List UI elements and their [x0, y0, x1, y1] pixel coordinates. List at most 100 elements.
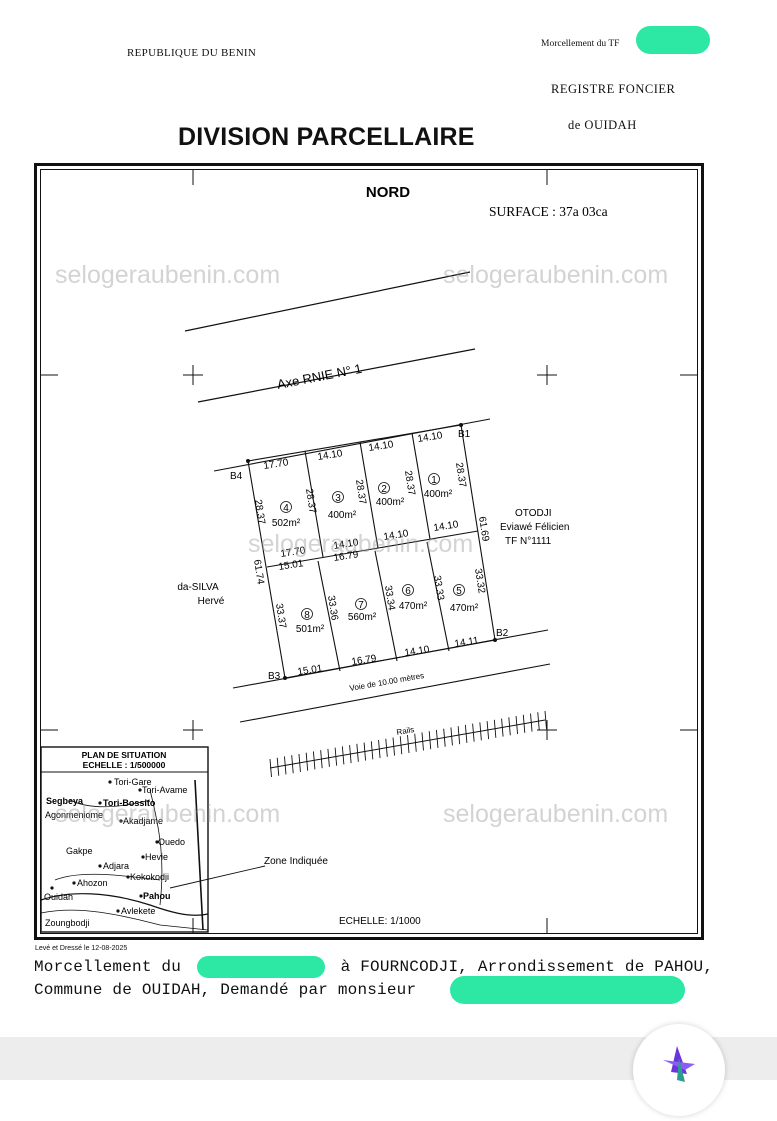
cadastral-plan: NORD SURFACE : 37a 03ca Axe RNIE N° 1 B1… [40, 169, 698, 934]
svg-text:PLAN DE SITUATION: PLAN DE SITUATION [82, 750, 167, 760]
road-lines [184, 271, 476, 403]
svg-text:8: 8 [304, 610, 310, 621]
watermark-mark: selogeraubenin.com [248, 530, 473, 558]
svg-text:470m²: 470m² [399, 601, 428, 612]
situation-map: PLAN DE SITUATION ECHELLE : 1/500000 Tor… [40, 746, 209, 933]
corner-b4: B4 [230, 471, 243, 482]
rail-tie [378, 740, 381, 759]
rail-tie [428, 731, 432, 750]
watermark-mark: selogeraubenin.com [55, 800, 280, 828]
footer-line-1: Morcellement du à FOURNCODJI, Arrondisse… [34, 956, 713, 978]
svg-text:OTODJI: OTODJI [515, 508, 551, 519]
svg-text:3: 3 [335, 493, 341, 504]
svg-text:Pahou: Pahou [143, 891, 171, 901]
svg-text:400m²: 400m² [376, 497, 405, 508]
svg-text:TF N°1111: TF N°1111 [505, 536, 552, 547]
rail-tie [486, 721, 490, 740]
svg-text:da-SILVA: da-SILVA [177, 582, 219, 593]
redaction-mark [450, 976, 685, 1004]
svg-text:28.37: 28.37 [353, 479, 368, 506]
rail-tie [457, 726, 461, 745]
svg-text:Ouedo: Ouedo [158, 837, 185, 847]
rail-tie [501, 718, 504, 737]
rail-label: Rails [396, 725, 415, 737]
svg-text:14.10: 14.10 [317, 448, 344, 463]
rail-tie [508, 717, 511, 736]
corner-b2: B2 [496, 628, 509, 639]
rail-tie [370, 741, 374, 760]
rail-tie [464, 724, 468, 743]
corner-b1: B1 [458, 429, 471, 440]
svg-text:5: 5 [456, 586, 462, 597]
svg-text:Gakpe: Gakpe [66, 846, 93, 856]
svg-text:14.11: 14.11 [454, 635, 480, 650]
plan-frame-inner [40, 169, 698, 934]
svg-text:1: 1 [431, 475, 437, 486]
svg-text:Ahozon: Ahozon [77, 878, 108, 888]
svg-text:Hervé: Hervé [198, 596, 225, 607]
app-fab-button[interactable] [633, 1024, 725, 1116]
svg-text:7: 7 [358, 600, 364, 611]
rail-tie [298, 753, 301, 772]
svg-text:33.33: 33.33 [431, 575, 446, 602]
rail-tie [363, 742, 367, 761]
scale-label: ECHELLE: 1/1000 [339, 916, 421, 927]
rail-tie [472, 723, 475, 742]
rail-tie [320, 750, 323, 769]
rail-tie [522, 714, 526, 733]
north-label: NORD [366, 184, 410, 201]
frame-ticks [40, 169, 698, 934]
rail-line [269, 719, 546, 769]
registry-label: REGISTRE FONCIER [551, 82, 676, 96]
svg-text:2: 2 [381, 484, 387, 495]
footer-line-2: Commune de OUIDAH, Demandé par monsieur [34, 981, 417, 999]
lot-labels: 4 502m² 3 400m² 2 400m² 1 400m² 8 501m² … [272, 473, 479, 635]
svg-text:33.37: 33.37 [273, 603, 288, 630]
rail-tie [305, 752, 309, 771]
rail-tie [450, 727, 453, 746]
svg-text:Zoungbodji: Zoungbodji [45, 918, 90, 928]
watermarks: selogeraubenin.com selogeraubenin.com se… [55, 261, 668, 828]
svg-text:33.36: 33.36 [325, 595, 340, 622]
morcellement-label: Morcellement du TF [541, 39, 620, 49]
svg-text:17.70: 17.70 [263, 457, 290, 472]
rail-tie [385, 738, 388, 757]
svg-text:Tori-Bossito: Tori-Bossito [103, 798, 156, 808]
rail-tie [276, 757, 280, 776]
svg-text:61.69: 61.69 [476, 516, 491, 543]
country-label: REPUBLIQUE DU BENIN [127, 47, 257, 59]
zone-pointer [169, 865, 266, 889]
surface-label: SURFACE : 37a 03ca [489, 204, 608, 219]
rail-tie [421, 732, 424, 751]
rail-tie [443, 728, 446, 747]
rail-tie [414, 733, 417, 752]
voie-lines [232, 629, 551, 723]
watermark-mark: selogeraubenin.com [443, 800, 668, 828]
svg-text:Kokokodji: Kokokodji [130, 872, 169, 882]
rail-tie [399, 736, 403, 755]
rail-ties [269, 710, 547, 778]
svg-text:28.37: 28.37 [453, 462, 468, 489]
svg-text:Agonmeniome: Agonmeniome [45, 810, 103, 820]
rail-tie [544, 710, 547, 730]
rail-tie [269, 758, 272, 778]
svg-text:Adjara: Adjara [103, 861, 129, 871]
svg-text:28.37: 28.37 [252, 499, 267, 526]
svg-text:14.10: 14.10 [383, 528, 410, 543]
rail-tie [327, 748, 330, 767]
svg-text:28.37: 28.37 [303, 488, 318, 515]
rail-tie [312, 751, 316, 770]
plan-frame-outer [34, 163, 704, 940]
svg-text:Ouidah: Ouidah [44, 892, 73, 902]
svg-text:17.70: 17.70 [280, 545, 307, 560]
svg-text:400m²: 400m² [424, 489, 453, 500]
neighbor-labels: OTODJI Eviawé Félicien TF N°1111 da-SILV… [177, 508, 569, 607]
rail-tie [493, 719, 497, 738]
svg-text:14.10: 14.10 [433, 519, 460, 534]
svg-text:Tori-Gare: Tori-Gare [114, 777, 152, 787]
redaction-mark [196, 956, 325, 978]
svg-text:14.10: 14.10 [368, 439, 395, 454]
redaction-mark [636, 26, 710, 54]
svg-text:15.01: 15.01 [278, 558, 305, 573]
rail-tie [479, 722, 482, 741]
